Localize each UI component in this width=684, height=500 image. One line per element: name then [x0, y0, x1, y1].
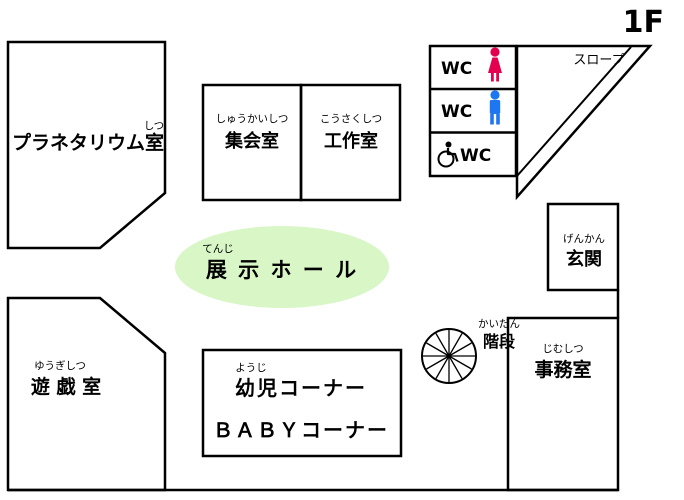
stairs-label: 階段 [483, 332, 516, 351]
office-furigana: じむしつ [542, 343, 583, 355]
wc-male-label: WC [441, 102, 472, 122]
exhibition-hall-shape [175, 226, 389, 308]
planetarium-furigana: しつ [144, 120, 164, 132]
floor-title: 1F [623, 5, 664, 40]
kids-corner-label-line1: 幼児コーナー [235, 376, 367, 400]
male-icon [489, 90, 501, 125]
slope-shape [515, 44, 653, 201]
entrance-shape [546, 202, 620, 292]
exhibition-hall-furigana: てんじ [202, 243, 234, 255]
playroom-shape [6, 296, 167, 492]
planetarium-room-shape [6, 40, 167, 250]
wheelchair-icon [437, 141, 459, 168]
kids-corner-label-line2: ＢＡＢＹコーナー [213, 418, 389, 442]
playroom-furigana: ゆうぎしつ [34, 359, 86, 372]
kids-corner-furigana: ようじ [235, 362, 267, 374]
entrance-furigana: げんかん [563, 233, 605, 245]
slope-label: スロープ [573, 53, 624, 68]
wc-accessible-label: WC [460, 146, 491, 166]
kids-corner-shape [201, 348, 403, 458]
meeting-room-label: 集会室 [224, 130, 279, 152]
meeting-room-furigana: しゅうかいしつ [216, 113, 289, 125]
office-label: 事務室 [534, 358, 591, 381]
playroom-label: 遊 戯 室 [31, 375, 101, 398]
workshop-shape [299, 83, 402, 202]
workshop-label: 工作室 [324, 130, 378, 152]
female-icon [488, 47, 502, 82]
exhibition-hall-label: 展 示 ホ ー ル [206, 258, 358, 282]
stairs-furigana: かいだん [478, 318, 520, 330]
wc-female-label: WC [441, 59, 472, 79]
planetarium-label: プラネタリウム室 [12, 131, 164, 154]
slope-inner-line [516, 46, 632, 177]
workshop-furigana: こうさくしつ [320, 113, 382, 125]
spiral-stairs-icon [421, 328, 477, 384]
entrance-label: 玄関 [566, 248, 602, 270]
